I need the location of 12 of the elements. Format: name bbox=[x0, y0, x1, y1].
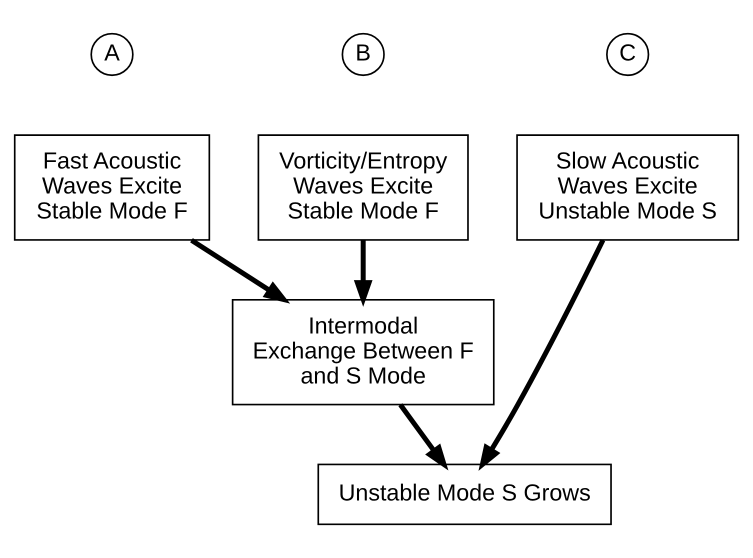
node-circle: C bbox=[606, 32, 650, 76]
node-box: Vorticity/Entropy Waves Excite Stable Mode F bbox=[258, 134, 469, 241]
arrow bbox=[354, 240, 373, 307]
arrow bbox=[398, 403, 448, 471]
node-box: Intermodal Exchange Between F and S Mode bbox=[232, 298, 495, 406]
node-circle: A bbox=[90, 32, 134, 76]
node-circle: B bbox=[342, 32, 385, 76]
arrow bbox=[190, 238, 290, 304]
arrow bbox=[478, 239, 606, 471]
node-box: Slow Acoustic Waves Excite Unstable Mode S bbox=[516, 134, 740, 241]
node-box: Fast Acoustic Waves Excite Stable Mode F bbox=[14, 134, 210, 241]
node-box: Unstable Mode S Grows bbox=[317, 464, 612, 526]
